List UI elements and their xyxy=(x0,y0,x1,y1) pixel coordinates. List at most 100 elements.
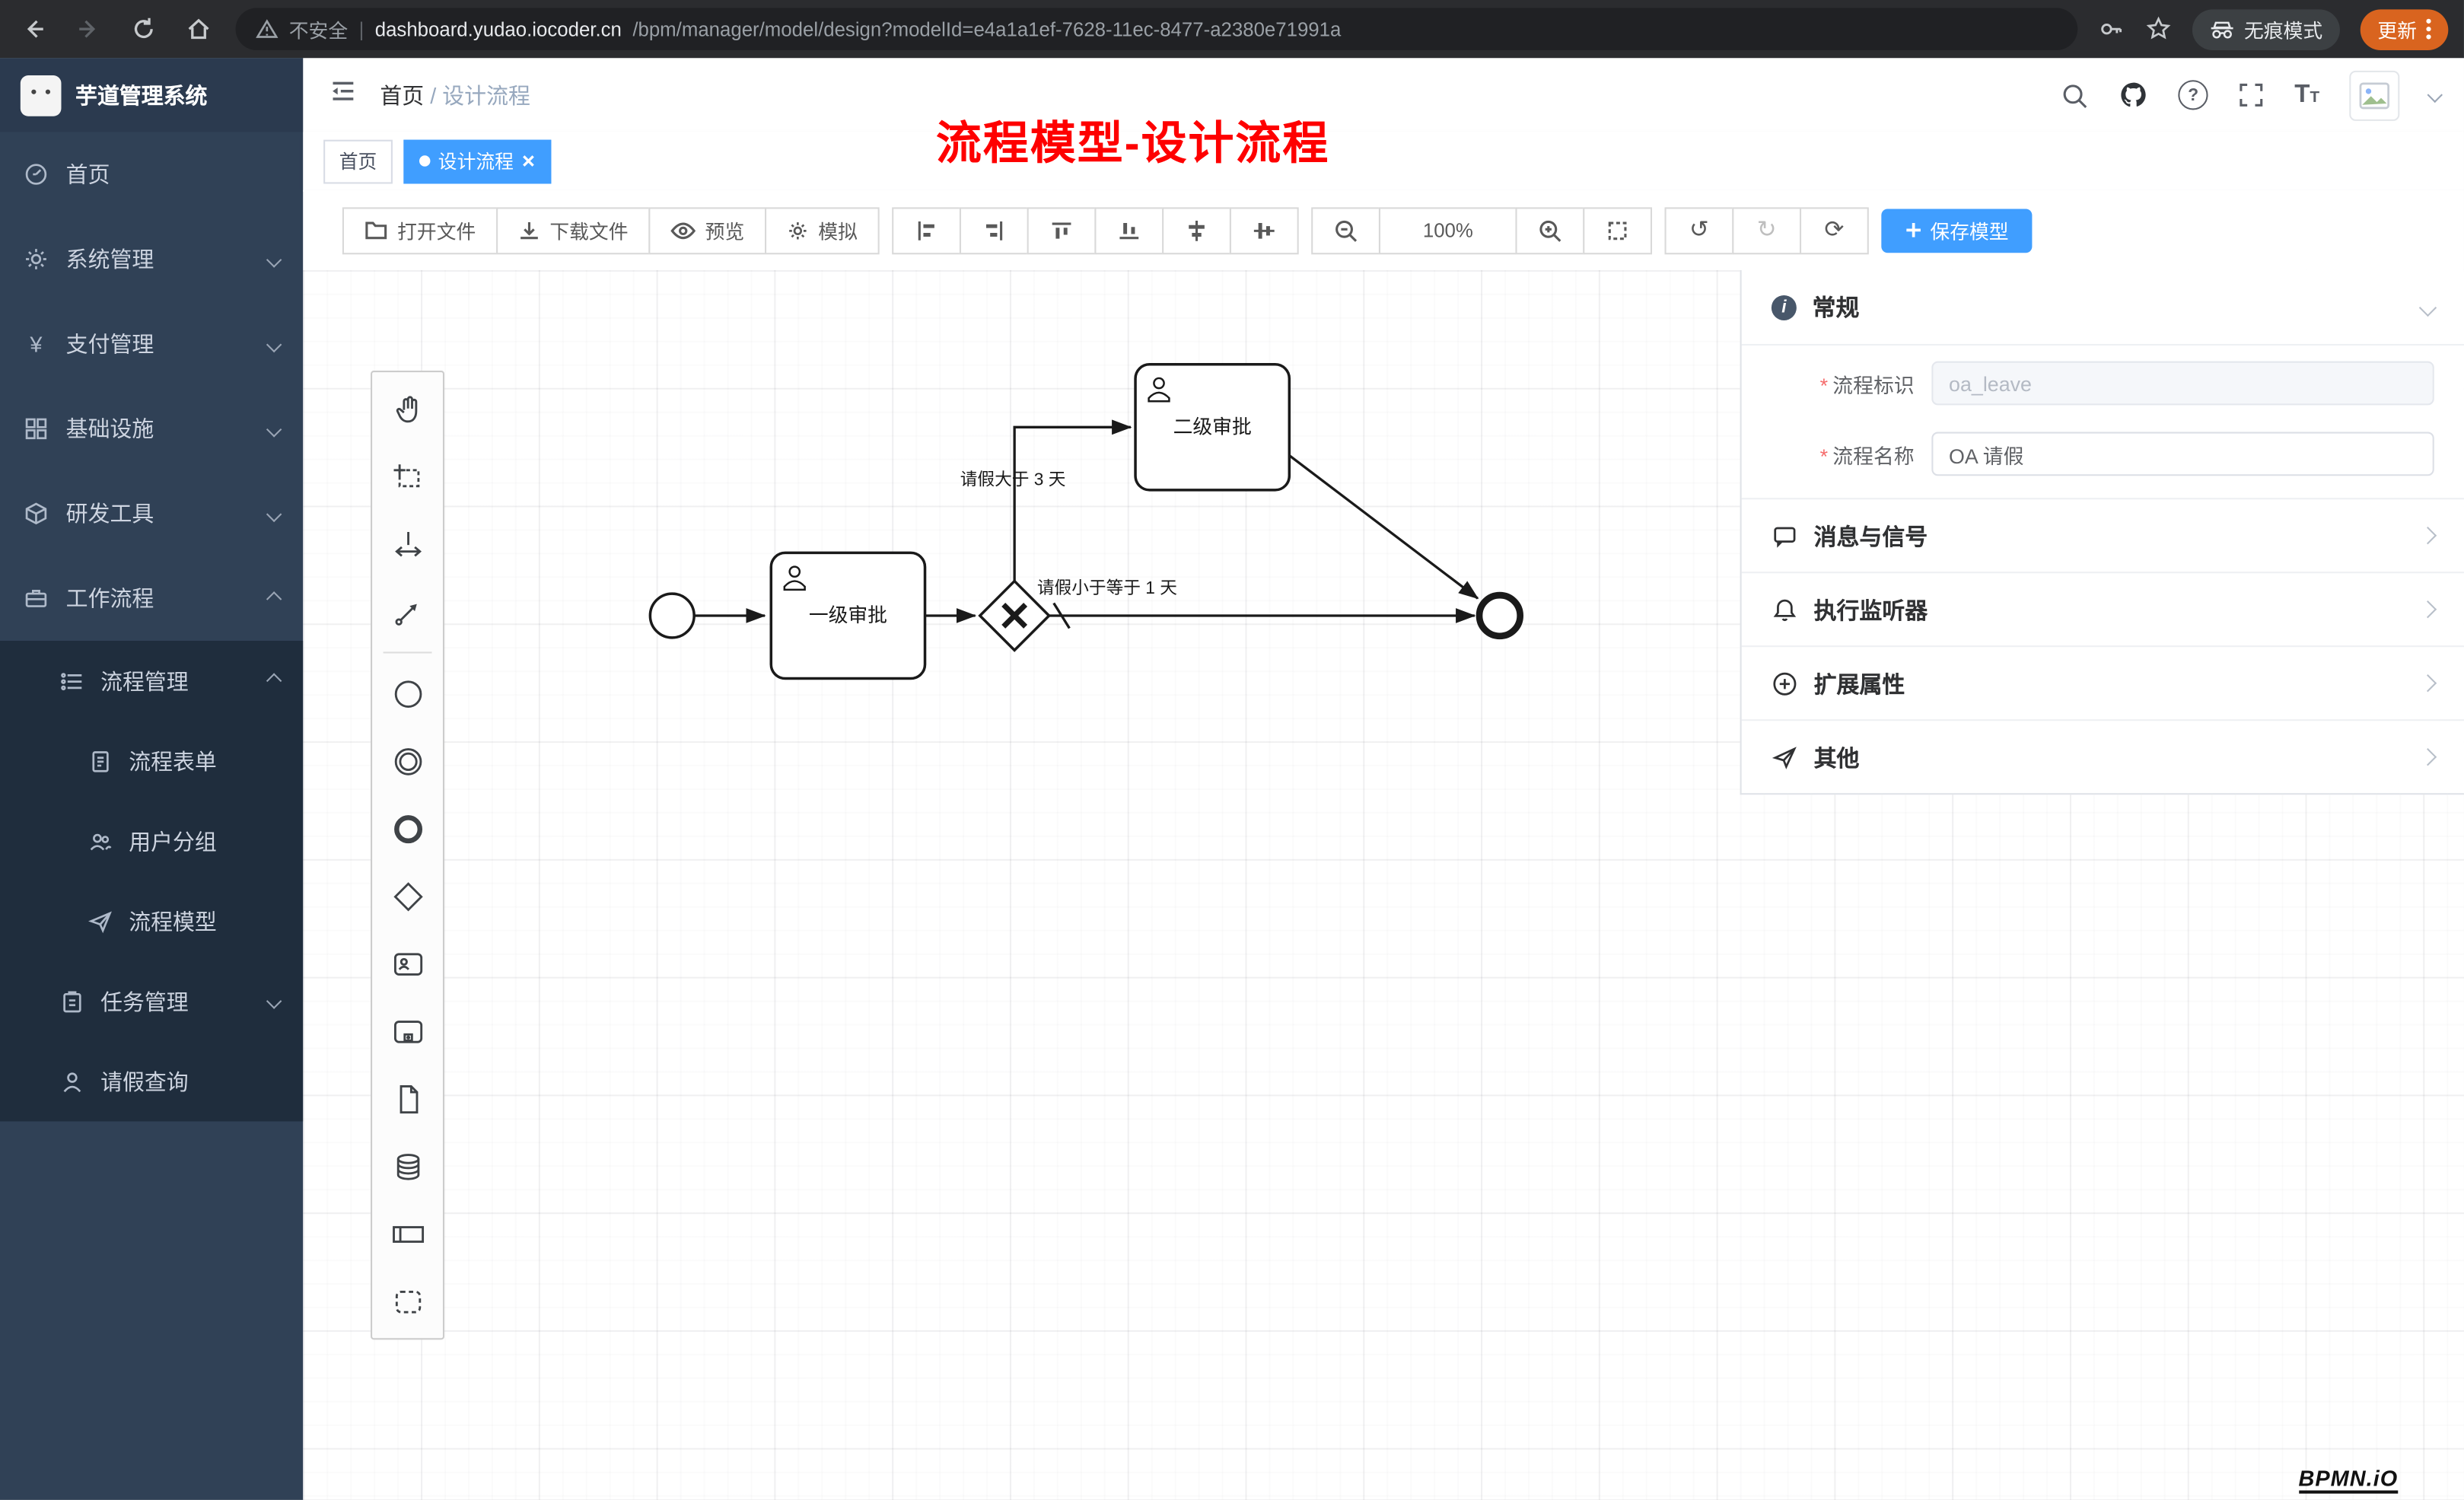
eye-icon xyxy=(670,221,696,239)
align-top-icon xyxy=(1052,221,1071,238)
zoom-reset-button[interactable] xyxy=(1583,206,1653,254)
bpmn-canvas[interactable]: 一级审批 二级审批 请假大于 xyxy=(303,269,2464,1500)
user-task-icon[interactable] xyxy=(372,930,443,998)
tab-home[interactable]: 首页 xyxy=(323,139,393,183)
sidebar-item-payment[interactable]: ¥ 支付管理 xyxy=(0,301,303,386)
hamburger-icon[interactable] xyxy=(326,75,358,115)
zoom-in-button[interactable] xyxy=(1515,206,1585,254)
font-size-icon[interactable]: TT xyxy=(2294,81,2320,108)
align-center-v-button[interactable] xyxy=(1230,206,1299,254)
sidebar-item-process-model[interactable]: 流程模型 xyxy=(0,881,303,961)
sidebar-item-home[interactable]: 首页 xyxy=(0,132,303,216)
browser-menu-icon[interactable] xyxy=(2426,18,2431,40)
refresh-icon: ⟳ xyxy=(1824,215,1845,244)
search-icon[interactable] xyxy=(2061,81,2089,109)
subprocess-icon[interactable] xyxy=(372,997,443,1065)
section-execution-listener[interactable]: 执行监听器 xyxy=(1741,572,2464,645)
bpmn-io-logo[interactable]: BPMN.iO xyxy=(2298,1465,2399,1494)
app-title: 芋道管理系统 xyxy=(75,82,208,108)
section-messages-signals[interactable]: 消息与信号 xyxy=(1741,498,2464,572)
section-other[interactable]: 其他 xyxy=(1741,719,2464,793)
participant-icon[interactable] xyxy=(372,1200,443,1268)
end-event[interactable] xyxy=(1476,591,1523,640)
sidebar-item-user-group[interactable]: 用户分组 xyxy=(0,801,303,881)
process-key-input[interactable] xyxy=(1931,361,2434,406)
align-bottom-icon xyxy=(1119,222,1139,239)
hand-tool-icon[interactable] xyxy=(372,375,443,443)
sidebar-item-label: 工作流程 xyxy=(65,585,154,611)
save-model-button[interactable]: 保存模型 xyxy=(1881,208,2033,253)
help-icon[interactable]: ? xyxy=(2178,80,2208,110)
preview-button[interactable]: 预览 xyxy=(648,206,767,254)
align-center-h-button[interactable] xyxy=(1162,206,1232,254)
lasso-tool-icon[interactable] xyxy=(372,443,443,511)
users-icon xyxy=(88,829,113,854)
breadcrumb-home[interactable]: 首页 xyxy=(380,82,425,108)
briefcase-icon xyxy=(24,586,49,611)
sidebar-item-devtools[interactable]: 研发工具 xyxy=(0,471,303,556)
global-connect-icon[interactable] xyxy=(372,578,443,645)
chevron-down-icon xyxy=(2418,298,2437,317)
align-bottom-button[interactable] xyxy=(1094,206,1164,254)
key-icon[interactable] xyxy=(2098,16,2125,43)
person-icon xyxy=(59,1068,84,1094)
folder-icon xyxy=(365,221,387,240)
plus-icon xyxy=(1906,223,1921,237)
update-button[interactable]: 更新 xyxy=(2360,8,2449,50)
task-first-approval[interactable]: 一级审批 xyxy=(769,551,927,680)
sidebar-item-infra[interactable]: 基础设施 xyxy=(0,387,303,471)
forward-icon[interactable] xyxy=(71,11,105,46)
task-second-approval[interactable]: 二级审批 xyxy=(1134,363,1291,492)
exclusive-gateway[interactable] xyxy=(978,579,1052,652)
space-tool-icon[interactable] xyxy=(372,511,443,578)
section-general[interactable]: i 常规 xyxy=(1742,270,2464,344)
bookmark-star-icon[interactable] xyxy=(2145,16,2172,43)
tab-design-process[interactable]: 设计流程 xyxy=(403,139,552,183)
sidebar-item-leave-query[interactable]: 请假查询 xyxy=(0,1041,303,1121)
avatar[interactable] xyxy=(2349,69,2400,120)
sidebar-item-workflow[interactable]: 工作流程 xyxy=(0,556,303,641)
gateway-icon[interactable] xyxy=(372,862,443,930)
sidebar-item-system[interactable]: 系统管理 xyxy=(0,217,303,301)
download-file-button[interactable]: 下载文件 xyxy=(496,206,651,254)
data-object-icon[interactable] xyxy=(372,1065,443,1132)
reload-icon[interactable] xyxy=(126,11,160,46)
align-top-button[interactable] xyxy=(1027,206,1097,254)
incognito-badge[interactable]: 无痕模式 xyxy=(2192,8,2340,50)
dashboard-icon xyxy=(24,162,49,187)
restart-button[interactable]: ⟳ xyxy=(1800,206,1869,254)
simulate-button[interactable]: 模拟 xyxy=(765,206,880,254)
end-event-icon[interactable] xyxy=(372,795,443,862)
address-bar[interactable]: 不安全 | dashboard.yudao.iocoder.cn/bpm/man… xyxy=(235,8,2078,51)
align-left-button[interactable] xyxy=(892,206,962,254)
grid-icon xyxy=(24,416,49,441)
data-store-icon[interactable] xyxy=(372,1132,443,1200)
align-right-button[interactable] xyxy=(960,206,1029,254)
open-file-button[interactable]: 打开文件 xyxy=(342,206,498,254)
flow-task2-to-end[interactable] xyxy=(1288,454,1479,600)
fullscreen-icon[interactable] xyxy=(2238,81,2265,108)
start-event-icon[interactable] xyxy=(372,660,443,728)
task1-label: 一级审批 xyxy=(809,604,887,626)
github-icon[interactable] xyxy=(2119,80,2148,110)
redo-button[interactable]: ↻ xyxy=(1732,206,1802,254)
undo-button[interactable]: ↺ xyxy=(1664,206,1734,254)
avatar-caret-icon[interactable] xyxy=(2427,87,2443,104)
sidebar-item-process-form[interactable]: 流程表单 xyxy=(0,721,303,801)
home-icon[interactable] xyxy=(180,11,215,46)
close-icon[interactable] xyxy=(521,154,536,168)
process-name-input[interactable] xyxy=(1931,432,2434,476)
sidebar-item-label: 流程模型 xyxy=(129,908,217,934)
group-icon[interactable] xyxy=(372,1267,443,1335)
intermediate-event-icon[interactable] xyxy=(372,727,443,795)
zoom-out-button[interactable] xyxy=(1311,206,1381,254)
start-event[interactable] xyxy=(648,592,696,639)
sidebar-item-process-mgmt[interactable]: 流程管理 xyxy=(0,641,303,721)
sidebar-item-task-mgmt[interactable]: 任务管理 xyxy=(0,961,303,1041)
bpmn-diagram[interactable]: 一级审批 二级审批 请假大于 xyxy=(303,270,2464,1500)
back-icon[interactable] xyxy=(16,11,50,46)
flow-gateway-to-task2[interactable] xyxy=(1013,419,1132,581)
section-extended-props[interactable]: 扩展属性 xyxy=(1741,645,2464,719)
paper-plane-icon xyxy=(88,909,113,934)
sidebar-item-label: 系统管理 xyxy=(65,247,154,272)
